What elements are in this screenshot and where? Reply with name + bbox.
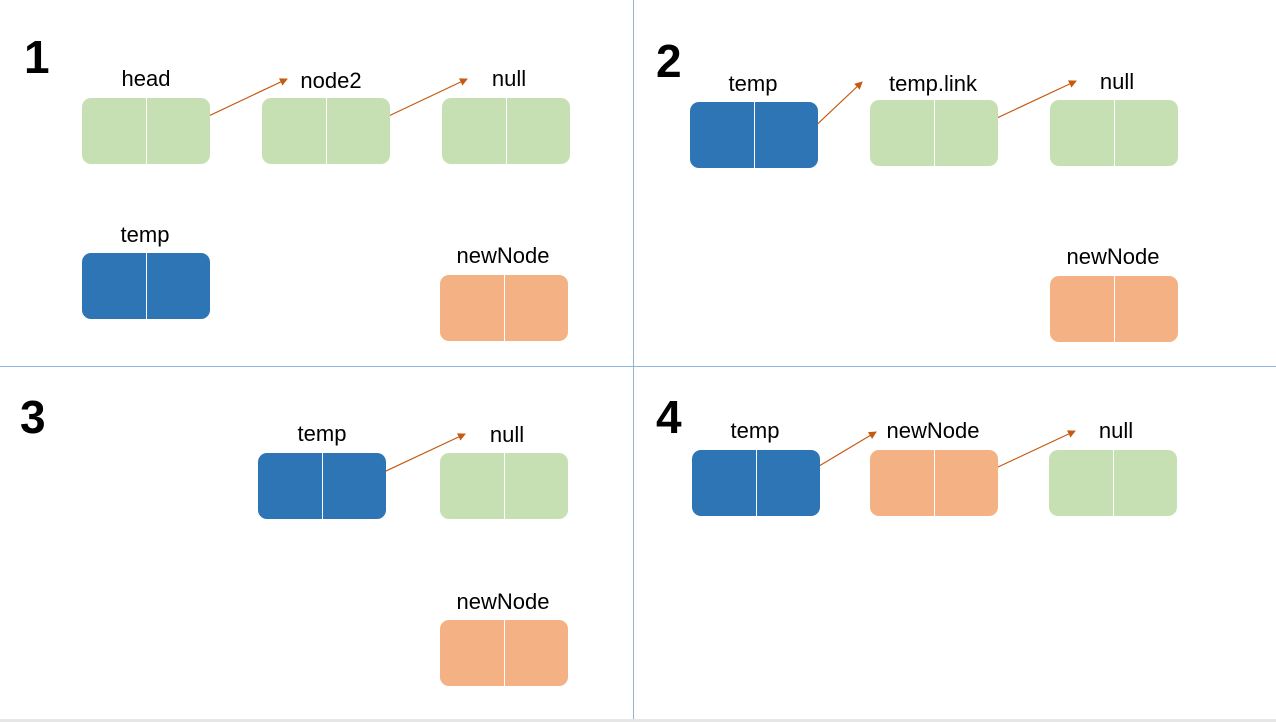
node-label-null: null <box>1099 69 1135 94</box>
node-head <box>82 98 210 164</box>
node-label-newnode: newNode <box>456 243 550 268</box>
node-label-temp: temp <box>297 421 347 446</box>
node-null <box>440 453 568 519</box>
node-temp <box>692 450 820 516</box>
node-label-newnode: newNode <box>886 418 980 443</box>
node-newnode <box>440 620 568 686</box>
node-label-temp: temp <box>728 71 778 96</box>
vertical-divider <box>633 0 634 720</box>
node-temp <box>690 102 818 168</box>
panel-number: 4 <box>656 391 682 443</box>
horizontal-divider <box>0 366 1276 367</box>
node-label-newnode: newNode <box>1066 244 1160 269</box>
node-newnode <box>870 450 998 516</box>
node-label-temp-link: temp.link <box>888 71 978 96</box>
node-null <box>1049 450 1177 516</box>
node-null <box>442 98 570 164</box>
node-label-null: null <box>1098 418 1134 443</box>
node-label-temp: temp <box>120 222 170 247</box>
node-temp-link <box>870 100 998 166</box>
node-label-null: null <box>489 422 525 447</box>
node-node2 <box>262 98 390 164</box>
node-temp <box>82 253 210 319</box>
node-newnode <box>1050 276 1178 342</box>
node-label-head: head <box>121 66 171 91</box>
node-label-null: null <box>491 66 527 91</box>
panel-number: 2 <box>656 35 682 87</box>
node-label-temp: temp <box>730 418 780 443</box>
node-label-node2: node2 <box>300 68 362 93</box>
panel-number: 3 <box>20 391 46 443</box>
node-newnode <box>440 275 568 341</box>
node-label-newnode: newNode <box>456 589 550 614</box>
panel-number: 1 <box>24 31 50 83</box>
bottom-edge <box>0 719 1276 722</box>
node-temp <box>258 453 386 519</box>
node-null <box>1050 100 1178 166</box>
